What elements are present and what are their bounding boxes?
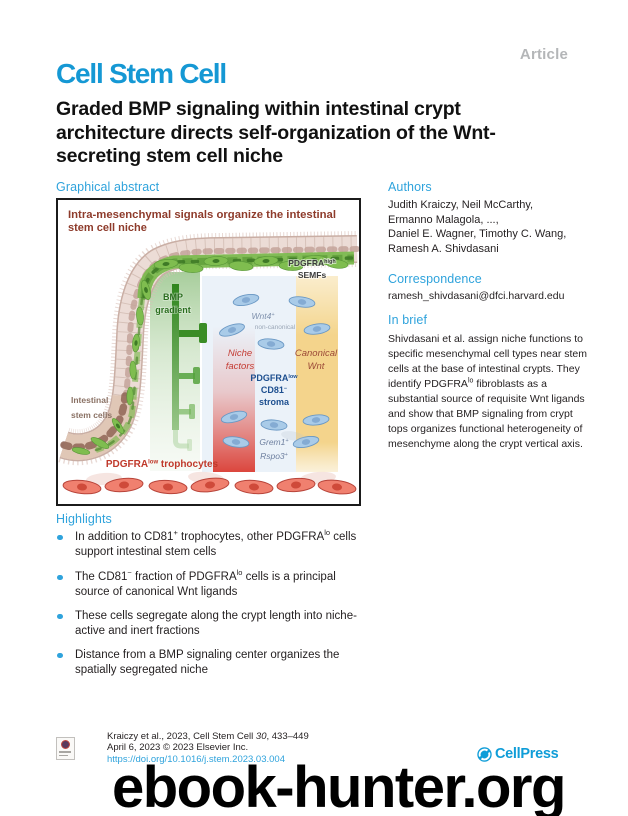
svg-text:non-canonical: non-canonical bbox=[255, 324, 296, 331]
paper-title: Graded BMP signaling within intestinal c… bbox=[56, 98, 496, 169]
badge-text-line bbox=[59, 751, 71, 753]
svg-text:PDGFRAhigh: PDGFRAhigh bbox=[288, 258, 336, 268]
bmp-gradient-label: BMP gradient bbox=[154, 291, 191, 316]
intestinal-epithelium bbox=[58, 231, 360, 466]
svg-text:CD81−: CD81− bbox=[261, 385, 287, 395]
cellpress-logo: CellPress bbox=[477, 746, 559, 762]
in-brief-heading: In brief bbox=[388, 313, 428, 327]
highlight-item: Distance from a BMP signaling center org… bbox=[56, 648, 361, 678]
bullet-dot bbox=[57, 613, 63, 619]
svg-text:Wnt4+: Wnt4+ bbox=[251, 311, 275, 321]
trophocytes-label: PDGFRAlow trophocytes bbox=[106, 459, 219, 470]
niche-factors-label: Niche factors bbox=[226, 348, 255, 372]
badge-circle-icon bbox=[61, 740, 70, 749]
author-line: Judith Kraiczy, Neil McCarthy, bbox=[388, 199, 534, 211]
highlight-item: In addition to CD81+ trophocytes, other … bbox=[56, 529, 361, 560]
watermark-text: ebook-hunter.org bbox=[112, 755, 566, 816]
cellpress-wordmark: CellPress bbox=[495, 746, 559, 762]
svg-text:Intestinal: Intestinal bbox=[71, 395, 108, 405]
svg-text:Grem1+: Grem1+ bbox=[259, 437, 289, 447]
figure-title-line2: stem cell niche bbox=[68, 222, 147, 234]
bullet-dot bbox=[57, 652, 63, 658]
svg-text:factors: factors bbox=[226, 361, 255, 372]
bullet-dot bbox=[57, 534, 63, 540]
stroma-label: PDGFRAlow CD81− stroma bbox=[250, 373, 298, 407]
correspondence-email[interactable]: ramesh_shivdasani@dfci.harvard.edu bbox=[388, 290, 565, 302]
in-brief-pre: Shivdasani et al. assign niche functions… bbox=[388, 333, 587, 390]
semf-spindle-cells bbox=[71, 255, 349, 455]
intestinal-stem-cells-label: Intestinal stem cells bbox=[71, 395, 112, 420]
svg-text:SEMFs: SEMFs bbox=[298, 270, 327, 280]
citation-line2: April 6, 2023 © 2023 Elsevier Inc. bbox=[107, 742, 249, 754]
svg-text:BMP: BMP bbox=[163, 292, 183, 302]
article-type-badge: Article bbox=[519, 46, 568, 63]
highlight-item: These cells segregate along the crypt le… bbox=[56, 609, 361, 639]
correspondence-heading: Correspondence bbox=[388, 272, 482, 286]
graphical-abstract-figure: Intra-mesenchymal signals organize the i… bbox=[56, 198, 361, 506]
svg-text:stem cells: stem cells bbox=[71, 410, 112, 420]
trophocyte-cells bbox=[62, 471, 357, 495]
highlights-heading: Highlights bbox=[56, 512, 112, 526]
paper-title-line2: architecture directs self-organization o… bbox=[56, 121, 496, 144]
svg-text:Wnt: Wnt bbox=[308, 361, 325, 372]
journal-logo: Cell Stem Cell bbox=[56, 58, 227, 89]
paper-title-line3: secreting stem cell niche bbox=[56, 145, 283, 167]
cellpress-swirl-icon bbox=[477, 746, 492, 762]
paper-title-line1: Graded BMP signaling within intestinal c… bbox=[56, 98, 461, 120]
author-line: Ermanno Malagola, ..., bbox=[388, 213, 499, 226]
bullet-dot bbox=[57, 574, 63, 580]
wnt4-label: Wnt4+ non-canonical bbox=[251, 311, 295, 331]
in-brief-post: fibroblasts as a substantial source of r… bbox=[388, 378, 585, 450]
author-line: Daniel E. Wagner, Timothy C. Wang, bbox=[388, 228, 567, 240]
svg-text:Rspo3+: Rspo3+ bbox=[260, 451, 289, 461]
highlight-item: The CD81− fraction of PDGFRAlo cells is … bbox=[56, 569, 361, 600]
blue-fibroblast-cells bbox=[219, 293, 331, 449]
svg-text:Niche: Niche bbox=[228, 348, 252, 359]
semf-label: PDGFRAhigh SEMFs bbox=[287, 257, 337, 281]
figure-title-line1: Intra-mesenchymal signals organize the i… bbox=[68, 209, 336, 221]
badge-text-line bbox=[59, 754, 68, 757]
graphical-abstract-heading: Graphical abstract bbox=[56, 180, 160, 194]
svg-text:Canonical: Canonical bbox=[295, 348, 338, 359]
bmp-gradient-comb bbox=[172, 284, 207, 451]
author-list: Judith Kraiczy, Neil McCarthy, Ermanno M… bbox=[388, 198, 566, 256]
figure-border bbox=[56, 198, 361, 506]
in-brief-text: Shivdasani et al. assign niche functions… bbox=[388, 332, 591, 452]
authors-heading: Authors bbox=[388, 180, 432, 194]
grem1-rspo3-label: Grem1+ Rspo3+ bbox=[259, 437, 289, 461]
canonical-wnt-label: Canonical Wnt bbox=[295, 348, 338, 372]
doi-link[interactable]: https://doi.org/10.1016/j.stem.2023.03.0… bbox=[107, 753, 285, 765]
svg-text:gradient: gradient bbox=[155, 305, 191, 315]
svg-text:PDGFRAlow: PDGFRAlow bbox=[250, 373, 298, 383]
check-for-updates-badge[interactable] bbox=[56, 737, 75, 760]
niche-factor-column bbox=[213, 326, 255, 472]
citation-line1: Kraiczy et al., 2023, Cell Stem Cell 30,… bbox=[107, 731, 309, 742]
citation-block: Kraiczy et al., 2023, Cell Stem Cell 30,… bbox=[107, 731, 309, 765]
author-line: Ramesh A. Shivdasani bbox=[388, 242, 499, 255]
svg-text:stroma: stroma bbox=[259, 397, 290, 407]
in-brief-sup: lo bbox=[467, 377, 474, 385]
semf-cell-layer bbox=[71, 251, 356, 455]
